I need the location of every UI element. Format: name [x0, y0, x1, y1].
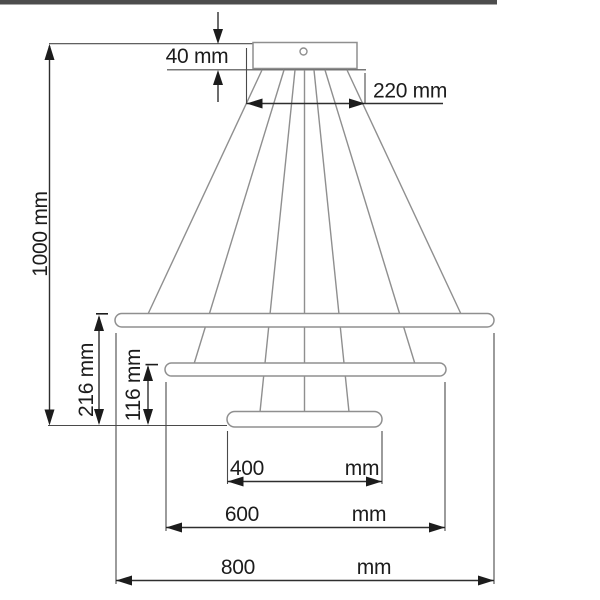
- top-edge-bar: [0, 0, 497, 5]
- gap-216-label: 216 mm: [75, 343, 98, 417]
- arrow-right-icon: [478, 575, 494, 586]
- ring-small-400: [226, 410, 383, 428]
- canopy-mounting-hole: [299, 47, 308, 56]
- small-ring-diameter-value: 400: [230, 457, 264, 480]
- middle-ring-diameter-unit: mm: [352, 503, 386, 526]
- suspension-wire: [313, 69, 350, 413]
- light-rings: [114, 312, 495, 428]
- dimension-overall-drop: 1000 mm: [29, 44, 55, 426]
- ring-large-800: [114, 312, 495, 328]
- arrow-left-icon: [166, 522, 182, 533]
- arrow-left-icon: [227, 476, 244, 487]
- small-ring-diameter-unit: mm: [345, 457, 379, 480]
- suspension-wire: [259, 69, 296, 413]
- arrow-down-icon: [143, 409, 153, 425]
- dimension-216: 216 mm: [75, 312, 108, 425]
- arrow-up-icon: [44, 44, 55, 60]
- gap-116-label: 116 mm: [122, 349, 145, 422]
- arrow-left-icon: [246, 98, 263, 109]
- dimension-canopy-height: 40 mm: [166, 12, 229, 102]
- arrow-right-icon: [429, 522, 445, 533]
- arrow-up-icon: [143, 365, 153, 381]
- large-ring-diameter-value: 800: [221, 556, 255, 579]
- suspension-wires: [147, 69, 462, 413]
- dimension-116: 116 mm: [122, 349, 158, 425]
- dimension-canopy-width: 220 mm: [245, 48, 447, 109]
- arrow-left-icon: [116, 575, 132, 586]
- ceiling-canopy: [252, 41, 358, 70]
- reference-lines: [48, 43, 366, 427]
- suspension-wire: [346, 69, 462, 315]
- large-ring-diameter-unit: mm: [357, 556, 391, 579]
- arrow-down-icon: [94, 409, 104, 425]
- canopy-width-label: 220 mm: [373, 80, 447, 103]
- canopy-body: [252, 41, 358, 70]
- arrow-up-icon: [213, 70, 223, 85]
- middle-ring-diameter-value: 600: [225, 503, 259, 526]
- arrow-right-icon: [366, 476, 382, 487]
- overall-drop-label: 1000 mm: [29, 191, 52, 276]
- arrow-down-icon: [213, 29, 223, 44]
- suspension-wire: [147, 69, 263, 315]
- dimension-800: 800 mm: [115, 333, 495, 586]
- arrow-up-icon: [94, 315, 104, 331]
- dimension-600: 600 mm: [165, 382, 446, 533]
- ring-middle-600: [164, 362, 447, 377]
- arrow-down-icon: [44, 409, 55, 426]
- arrow-right-icon: [349, 98, 365, 109]
- canopy-height-label: 40 mm: [166, 45, 229, 68]
- dimension-400: 400 mm: [226, 431, 383, 487]
